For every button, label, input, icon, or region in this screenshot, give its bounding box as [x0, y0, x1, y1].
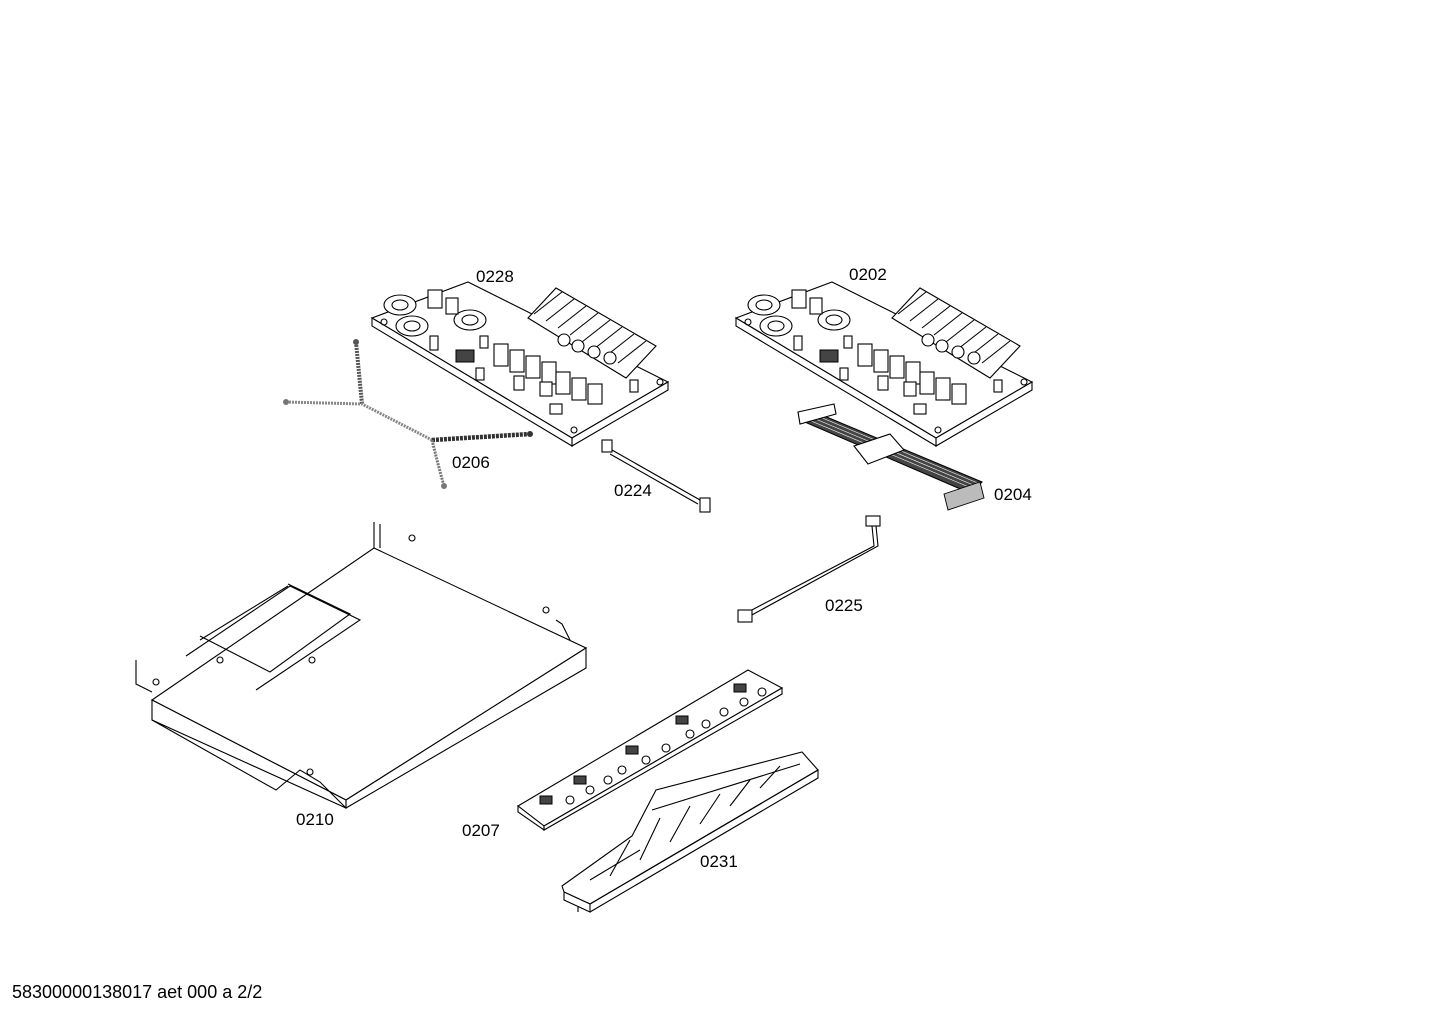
cable-0224	[601, 439, 711, 513]
label-0204: 0204	[994, 485, 1032, 504]
label-0207: 0207	[462, 821, 500, 840]
ground-wire-0206	[283, 339, 533, 489]
cover-0231	[561, 751, 819, 913]
cable-0225	[737, 515, 881, 623]
label-0231: 0231	[700, 852, 738, 871]
power-board-0228	[370, 281, 670, 447]
label-0228: 0228	[476, 267, 514, 286]
label-0202: 0202	[849, 265, 887, 284]
label-0210: 0210	[296, 810, 334, 829]
control-board-0207	[517, 669, 784, 832]
mounting-tray-0210	[135, 522, 588, 809]
label-0225: 0225	[825, 596, 863, 615]
drawing-number-footer: 58300000138017 aet 000 a 2/2	[12, 982, 263, 1002]
label-0206: 0206	[452, 453, 490, 472]
label-0224: 0224	[614, 481, 652, 500]
power-board-0202	[734, 281, 1034, 447]
ribbon-cable-0204	[797, 403, 985, 511]
